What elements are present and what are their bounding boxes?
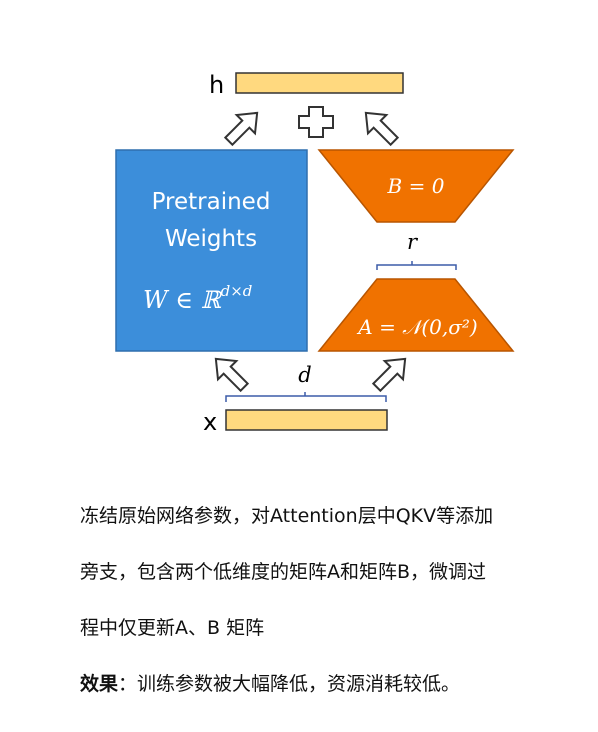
arrow-into-weights-icon bbox=[214, 357, 250, 393]
caption-line-1: 冻结原始网络参数，对Attention层中QKV等添加 bbox=[80, 505, 494, 527]
matrix-a-label: A = 𝒩(0,σ²) bbox=[356, 315, 477, 339]
pretrained-weights-box bbox=[115, 149, 308, 352]
matrix-a-trapezoid bbox=[317, 278, 515, 352]
pretrained-formula-superscript: d×d bbox=[221, 282, 253, 300]
h-label: h bbox=[209, 71, 224, 99]
matrix-b-label: B = 0 bbox=[387, 174, 445, 198]
lora-diagram: h Pretrained Weights W ∈ ℝd×d B = 0 r A … bbox=[115, 71, 515, 436]
plus-icon bbox=[298, 106, 334, 138]
caption-block: 冻结原始网络参数，对Attention层中QKV等添加 旁支，包含两个低维度的矩… bbox=[80, 488, 590, 712]
pretrained-formula: W ∈ ℝd×d bbox=[143, 282, 252, 314]
h-bar bbox=[235, 72, 404, 94]
pretrained-formula-main: W ∈ ℝ bbox=[143, 286, 223, 314]
x-label: x bbox=[203, 408, 217, 436]
pretrained-title-line1: Pretrained bbox=[152, 189, 271, 215]
caption-line-2: 旁支，包含两个低维度的矩阵A和矩阵B，微调过 bbox=[80, 561, 487, 583]
arrow-up-left-icon bbox=[223, 111, 259, 147]
effect-text: ：训练参数被大幅降低，资源消耗较低。 bbox=[118, 673, 461, 695]
matrix-b-trapezoid bbox=[317, 149, 515, 223]
arrow-up-right-icon bbox=[364, 111, 400, 147]
r-brace bbox=[376, 261, 457, 270]
d-brace bbox=[225, 392, 387, 402]
caption-line-3: 程中仅更新A、B 矩阵 bbox=[80, 617, 265, 639]
arrow-into-adapter-icon bbox=[371, 357, 407, 393]
effect-label: 效果 bbox=[80, 673, 119, 695]
d-label: d bbox=[298, 363, 311, 387]
x-bar bbox=[225, 409, 388, 431]
pretrained-title-line2: Weights bbox=[165, 226, 257, 252]
r-label: r bbox=[407, 230, 419, 254]
caption-effect: 效果：训练参数被大幅降低，资源消耗较低。 bbox=[80, 656, 590, 712]
